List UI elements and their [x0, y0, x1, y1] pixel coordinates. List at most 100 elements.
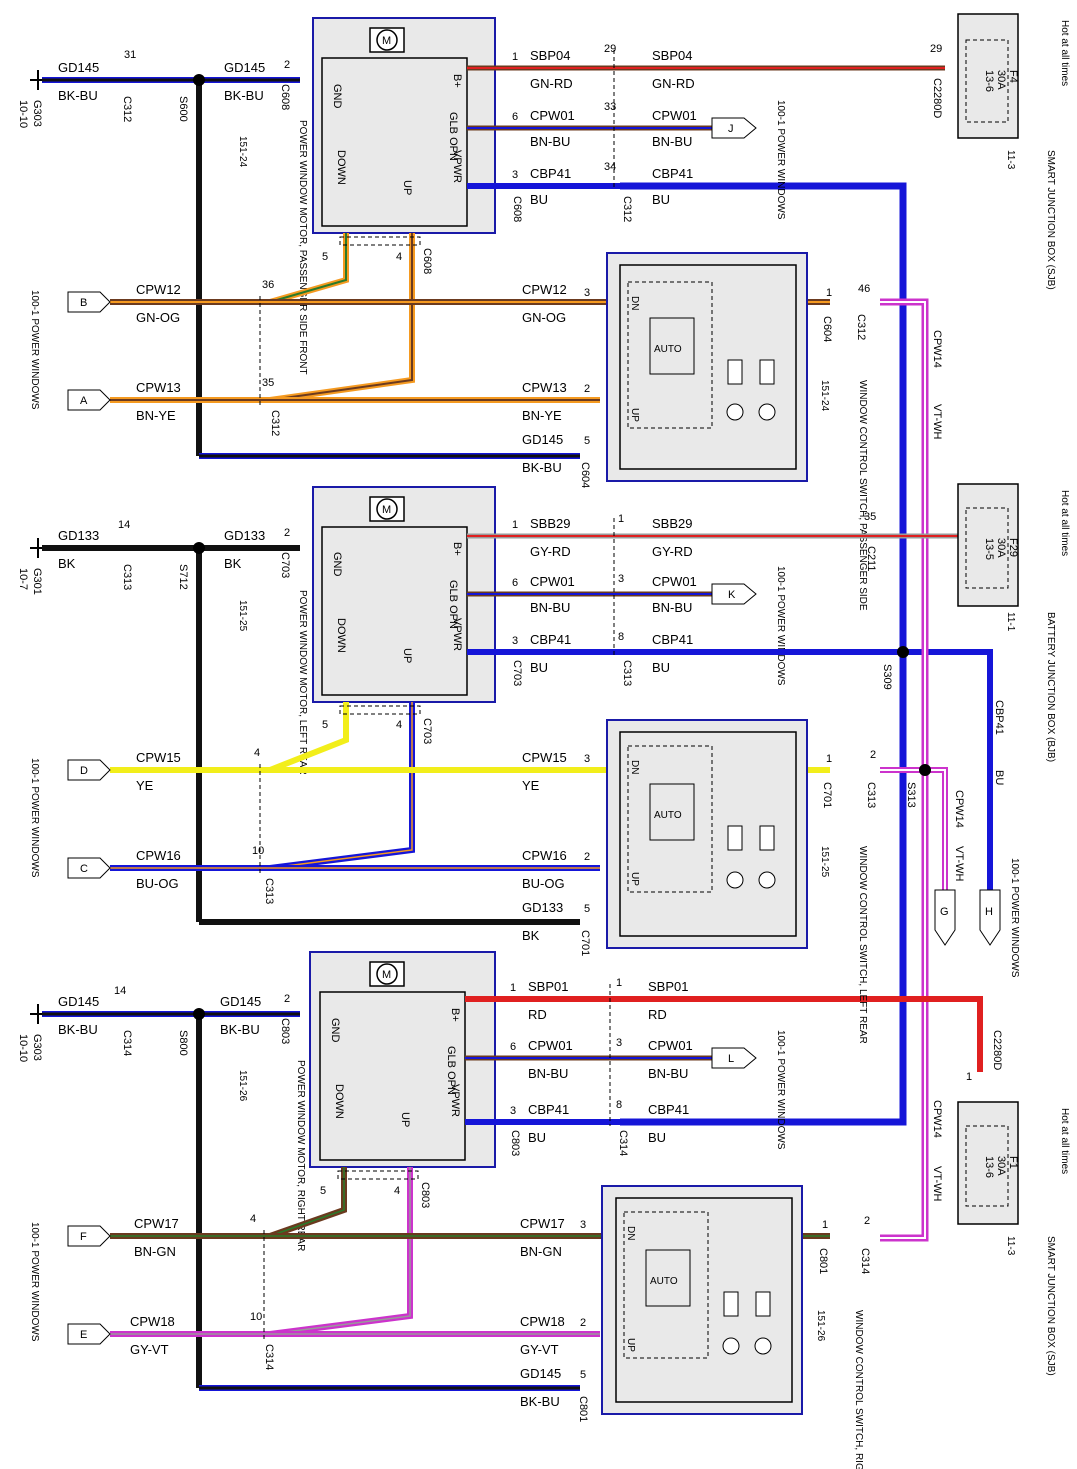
color-label: BU-OG — [136, 876, 179, 891]
pin-number: 4 — [250, 1213, 256, 1225]
pin-label: VPWR — [451, 618, 463, 651]
wire-cpw17-motor — [269, 1167, 347, 1239]
pin-number: 2 — [870, 749, 876, 761]
pin-number: 1 — [826, 753, 832, 765]
page-ref-link[interactable]: 100-1 POWER WINDOWS — [29, 1222, 40, 1342]
color-label: BU — [648, 1130, 666, 1145]
switch-title: WINDOW CONTROL SWITCH, RIGHT REAR — [853, 1310, 864, 1469]
connector-label: C313 — [263, 878, 275, 904]
pin-number: 5 — [584, 903, 590, 915]
fuse-dash-area — [965, 507, 1009, 589]
circuit-label: GD133 — [58, 528, 99, 543]
switch-up-label: UP — [629, 872, 640, 886]
wire-cbp41-branch — [903, 649, 993, 890]
page-ref-link[interactable]: 100-1 POWER WINDOWS — [29, 758, 40, 878]
motor-title: POWER WINDOW MOTOR, PASSENGER SIDE FRONT — [297, 120, 308, 375]
pin-number: 1 — [616, 977, 622, 989]
page-ref-connector[interactable] — [67, 857, 111, 879]
circuit-label: CPW15 — [136, 750, 181, 765]
wire-cpw12-motor-tracer — [269, 233, 347, 303]
pin-number: 35 — [262, 377, 274, 389]
color-label: BK-BU — [224, 88, 264, 103]
page-ref-link[interactable]: 100-1 POWER WINDOWS — [775, 1030, 786, 1150]
page-ref-connector[interactable] — [934, 889, 956, 946]
switch-title: WINDOW CONTROL SWITCH, LEFT REAR — [857, 846, 868, 1044]
circuit-label: GD145 — [58, 994, 99, 1009]
page-ref-connector[interactable] — [711, 117, 757, 139]
motor-inner — [319, 991, 466, 1161]
fuse-hot-label: Hot at all times — [1059, 20, 1070, 86]
splice-label: S800 — [177, 1030, 189, 1056]
color-label: BK-BU — [220, 1022, 260, 1037]
connector-label: C604 — [821, 316, 833, 342]
page-ref-connector[interactable] — [67, 1225, 111, 1247]
page-ref-link[interactable]: 100-1 POWER WINDOWS — [775, 100, 786, 220]
pin-number: 31 — [124, 49, 136, 61]
page-ref-connector[interactable] — [67, 291, 111, 313]
fuse-hot-label: Hot at all times — [1059, 1108, 1070, 1174]
connector-label: C314 — [121, 1030, 133, 1056]
circuit-label: CBP41 — [528, 1102, 569, 1117]
ground-ref: 10-7 — [17, 568, 29, 590]
circuit-label: CPW13 — [136, 380, 181, 395]
pin-number: 10 — [252, 845, 264, 857]
pin-number: 1 — [826, 287, 832, 299]
connector-label: C312 — [269, 410, 281, 436]
circuit-label: GD145 — [58, 60, 99, 75]
page-ref-link[interactable]: 100-1 POWER WINDOWS — [1009, 858, 1020, 978]
connector-label: C312 — [121, 96, 133, 122]
circuit-label: CPW14 — [953, 790, 965, 828]
color-label: GN-RD — [530, 76, 573, 91]
page-ref-connector[interactable] — [67, 1323, 111, 1345]
connector-label: C312 — [621, 196, 633, 222]
pin-number: 5 — [584, 435, 590, 447]
page-ref-connector[interactable] — [67, 759, 111, 781]
page-ref-letter: E — [80, 1329, 87, 1341]
color-label: BU — [530, 660, 548, 675]
page-ref-link[interactable]: 100-1 POWER WINDOWS — [775, 566, 786, 686]
color-label: BU — [530, 192, 548, 207]
switch-auto-label: AUTO — [654, 344, 682, 355]
pin-number: 14 — [114, 985, 126, 997]
wire-cpw14-branch-tracer — [880, 769, 946, 890]
wire-cpw18-motor-tracer — [269, 1167, 411, 1335]
pin-label: DOWN — [335, 150, 347, 185]
circuit-label: CPW17 — [520, 1216, 565, 1231]
page-ref-connector[interactable] — [67, 389, 111, 411]
fuse-loc: 13-6 — [983, 1156, 995, 1178]
wire-cpw13-motor — [269, 233, 415, 403]
fuse-box-ref: 11-3 — [1005, 1236, 1016, 1256]
color-label: BK — [522, 928, 540, 943]
page-ref-connector[interactable] — [711, 1047, 757, 1069]
pin-number: 3 — [584, 753, 590, 765]
circuit-label: GD145 — [224, 60, 265, 75]
pin-number: 8 — [618, 631, 624, 643]
pin-number: 8 — [616, 1099, 622, 1111]
pin-label: UP — [399, 1112, 411, 1127]
page-ref-link[interactable]: 100-1 POWER WINDOWS — [29, 290, 40, 410]
pin-label: DOWN — [333, 1084, 345, 1119]
color-label: VT-WH — [953, 846, 965, 881]
pin-label: GLB OPN — [445, 1046, 457, 1095]
page-ref-connector[interactable] — [711, 583, 757, 605]
page-ref-letter: J — [728, 123, 734, 135]
circuit-label: SBP01 — [528, 979, 568, 994]
resistor-icon — [727, 359, 775, 385]
pin-number: 5 — [320, 1185, 326, 1197]
motor-ref: 151-24 — [237, 136, 248, 168]
pin-label: B+ — [451, 74, 463, 88]
color-label: BK-BU — [58, 88, 98, 103]
circuit-label: CPW01 — [530, 108, 575, 123]
pin-number: 2 — [584, 851, 590, 863]
circuit-label: CPW01 — [648, 1038, 693, 1053]
fuse-amps: 30A — [995, 538, 1007, 558]
fuse-loc: 13-5 — [983, 538, 995, 560]
splice-label: S313 — [905, 782, 917, 808]
motor-ref: 151-26 — [237, 1070, 248, 1102]
pin-label: UP — [401, 648, 413, 663]
color-label: GN-OG — [522, 310, 566, 325]
pin-number: 4 — [396, 251, 402, 263]
page-ref-connector[interactable] — [979, 889, 1001, 946]
color-label: GY-RD — [652, 544, 693, 559]
